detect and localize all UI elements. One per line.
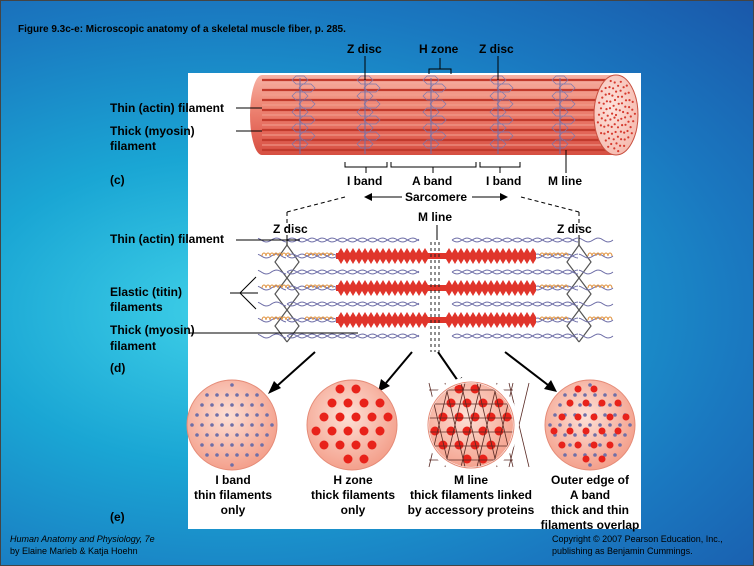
e-caption-3-line1: M line [453, 473, 488, 487]
e-caption-2-line3: only [340, 503, 366, 517]
titin-filament [539, 284, 569, 289]
arrow-head-1 [268, 381, 281, 394]
titin-filament [539, 316, 569, 321]
z-disc [274, 244, 288, 343]
thick-filament [336, 253, 536, 259]
titin-filament [539, 252, 569, 257]
e-caption-1-line1: I band [215, 473, 251, 487]
c-panel-label: (c) [110, 173, 125, 187]
e-caption-1-line3: only [220, 503, 246, 517]
titin-filament [304, 316, 334, 321]
sarcomere-arrow-right [500, 193, 508, 201]
filament-stripes [262, 78, 606, 152]
titin-filament [261, 284, 291, 289]
thin-filament [286, 237, 420, 243]
part-d-leader-lines [190, 225, 580, 334]
c-h-zone-label: H zone [419, 42, 459, 56]
c-i-band-right-label: I band [486, 174, 522, 188]
footer-authors: by Elaine Marieb & Katja Hoehn [10, 546, 138, 556]
d-panel-label: (d) [110, 361, 126, 375]
footer-book-title: Human Anatomy and Physiology, 7e [10, 534, 155, 544]
e-caption-2: H zone thick filaments only [297, 473, 409, 518]
z-disc-hex-pattern [291, 75, 576, 154]
e-caption-4-line4: filaments overlap [540, 518, 640, 532]
e-caption-2-line1: H zone [333, 473, 373, 487]
thin-filament [286, 269, 420, 275]
titin-filament [587, 316, 613, 321]
titin-filament [304, 284, 334, 289]
titin-filament [304, 252, 334, 257]
d-z-disc-right-label: Z disc [557, 222, 592, 236]
titin-filament [587, 252, 613, 257]
d-elastic-label-2: filaments [110, 300, 163, 314]
d-m-line-label: M line [418, 210, 453, 224]
e-caption-1-line2: thin filaments [193, 488, 272, 502]
e-caption-2-line2: thick filaments [310, 488, 396, 502]
cross-section-dots [596, 79, 637, 153]
footer-copyright: Copyright © 2007 Pearson Education, Inc.… [552, 534, 723, 544]
c-z-disc-right-label: Z disc [479, 42, 514, 56]
d-z-disc-left-label: Z disc [273, 222, 308, 236]
e-caption-4-line1: Outer edge of [550, 473, 629, 487]
c-thick-filament-label-2: filament [110, 139, 157, 153]
sarcomere-label: Sarcomere [405, 190, 468, 204]
sarcomere-arrow-left [364, 193, 372, 201]
c-z-disc-left-label: Z disc [347, 42, 382, 56]
myofibril-cylinder [250, 74, 639, 156]
cross-sections [186, 377, 636, 473]
arrow-head-2 [378, 379, 390, 392]
c-thick-filament-label-1: Thick (myosin) [110, 124, 195, 138]
titin-filament [261, 252, 291, 257]
e-caption-4-line3: thick and thin [551, 503, 629, 517]
e-caption-1: I band thin filaments only [178, 473, 288, 518]
c-thin-filament-label: Thin (actin) filament [110, 101, 224, 115]
footer-publisher: publishing as Benjamin Cummings. [552, 546, 693, 556]
e-panel-label: (e) [110, 510, 125, 524]
thick-filament [336, 285, 536, 291]
d-elastic-label-1: Elastic (titin) [110, 285, 183, 299]
cross-section-arrows [276, 351, 549, 387]
figure-title: Figure 9.3c-e: Microscopic anatomy of a … [18, 24, 346, 35]
arrow-head-4 [544, 380, 557, 392]
e-caption-3-line3: by accessory proteins [407, 503, 535, 517]
sarcomere-detail [257, 237, 614, 352]
e-caption-4-line2: A band [569, 488, 611, 502]
d-thick-filament-label-1: Thick (myosin) [110, 323, 195, 337]
titin-filament [587, 284, 613, 289]
e-caption-4: Outer edge of A band thick and thin fila… [532, 473, 648, 533]
e-caption-3-line2: thick filaments linked [409, 488, 533, 502]
d-thin-filament-label: Thin (actin) filament [110, 232, 224, 246]
c-i-band-left-label: I band [347, 174, 383, 188]
cross-section-circle [306, 379, 398, 471]
thick-filament [336, 317, 536, 323]
e-caption-3: M line thick filaments linked by accesso… [400, 473, 542, 518]
thin-filament [286, 333, 420, 339]
thin-filament [286, 301, 420, 307]
c-m-line-label: M line [548, 174, 583, 188]
z-disc [566, 244, 580, 343]
c-a-band-label: A band [412, 174, 453, 188]
part-c-leader-lines [236, 56, 580, 228]
d-thick-filament-label-2: filament [110, 339, 157, 353]
titin-filament [261, 316, 291, 321]
